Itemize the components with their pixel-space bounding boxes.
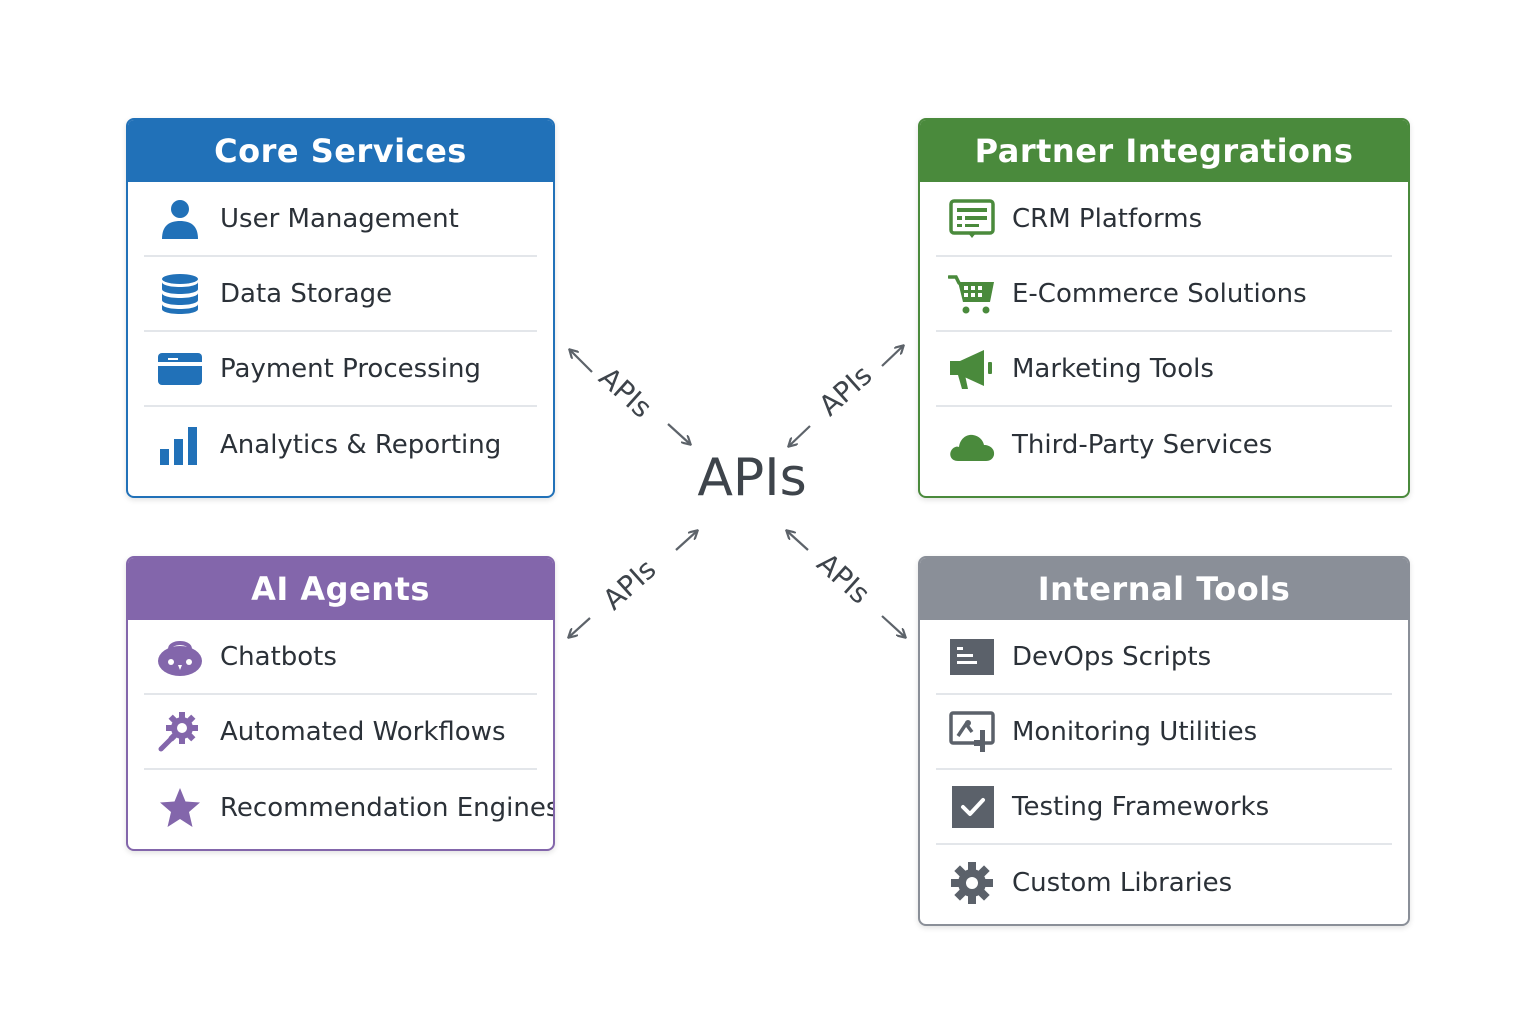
partner-integrations-title: Partner Integrations [920, 120, 1408, 182]
arrow-core-out [570, 350, 593, 373]
robot-icon [154, 634, 206, 680]
ai-agents-title: AI Agents [128, 558, 553, 620]
script-icon [946, 634, 998, 680]
list-item-analytics-reporting[interactable]: Analytics & Reporting [144, 407, 537, 482]
arrow-partner-out [881, 346, 903, 367]
list-item-custom-libraries[interactable]: Custom Libraries [936, 845, 1392, 920]
arrow-partner-in [789, 425, 811, 446]
list-item-monitoring-utilities[interactable]: Monitoring Utilities [936, 695, 1392, 770]
list-item-chatbots[interactable]: Chatbots [144, 620, 537, 695]
ai-agents-list: Chatbots Automated Workflows [128, 620, 553, 845]
item-label: User Management [220, 203, 459, 234]
core-services-list: User Management Data Storage Payment Pro… [128, 182, 553, 482]
item-label: Automated Workflows [220, 716, 506, 747]
list-item-marketing-tools[interactable]: Marketing Tools [936, 332, 1392, 407]
checkbox-icon [946, 784, 998, 830]
item-label: Monitoring Utilities [1012, 716, 1258, 747]
core-services-panel: Core Services User Management Data Stora… [126, 118, 555, 498]
internal-tools-title: Internal Tools [920, 558, 1408, 620]
item-label: Analytics & Reporting [220, 429, 502, 460]
item-label: Marketing Tools [1012, 353, 1214, 384]
gear-wrench-icon [154, 709, 206, 755]
credit-card-icon [154, 346, 206, 392]
arrow-internal-in [787, 531, 809, 551]
item-label: Third-Party Services [1012, 429, 1273, 460]
partner-integrations-panel: Partner Integrations CRM Platforms E-Com… [918, 118, 1410, 498]
monitor-icon [946, 709, 998, 755]
internal-tools-list: DevOps Scripts Monitoring Utilities Test… [920, 620, 1408, 920]
ai-agents-panel: AI Agents Chatbots [126, 556, 555, 851]
arrow-ai-out [569, 617, 591, 637]
arrow-core-in [667, 423, 690, 444]
core-services-title: Core Services [128, 120, 553, 182]
arrow-internal-out [881, 615, 905, 637]
star-icon [154, 785, 206, 831]
list-item-testing-frameworks[interactable]: Testing Frameworks [936, 770, 1392, 845]
list-item-recommendation-engines[interactable]: Recommendation Engines [144, 770, 553, 845]
list-item-third-party-services[interactable]: Third-Party Services [936, 407, 1392, 482]
center-apis-label: APIs [697, 448, 807, 508]
item-label: Data Storage [220, 278, 393, 309]
cloud-icon [946, 422, 998, 468]
item-label: Payment Processing [220, 353, 481, 384]
item-label: Recommendation Engines [220, 792, 555, 823]
list-item-payment-processing[interactable]: Payment Processing [144, 332, 537, 407]
item-label: DevOps Scripts [1012, 641, 1212, 672]
list-item-data-storage[interactable]: Data Storage [144, 257, 537, 332]
list-item-crm-platforms[interactable]: CRM Platforms [936, 182, 1392, 257]
partner-integrations-list: CRM Platforms E-Commerce Solutions Marke… [920, 182, 1408, 482]
list-item-ecommerce-solutions[interactable]: E-Commerce Solutions [936, 257, 1392, 332]
item-label: E-Commerce Solutions [1012, 278, 1307, 309]
user-icon [154, 196, 206, 242]
shopping-cart-icon [946, 271, 998, 317]
database-icon [154, 271, 206, 317]
internal-tools-panel: Internal Tools DevOps Scripts Monitoring… [918, 556, 1410, 926]
item-label: CRM Platforms [1012, 203, 1203, 234]
arrow-ai-in [675, 531, 697, 551]
gear-icon [946, 860, 998, 906]
item-label: Chatbots [220, 641, 337, 672]
list-item-user-management[interactable]: User Management [144, 182, 537, 257]
crm-screen-icon [946, 196, 998, 242]
bar-chart-icon [154, 422, 206, 468]
list-item-devops-scripts[interactable]: DevOps Scripts [936, 620, 1392, 695]
list-item-automated-workflows[interactable]: Automated Workflows [144, 695, 537, 770]
item-label: Custom Libraries [1012, 867, 1233, 898]
megaphone-icon [946, 346, 998, 392]
item-label: Testing Frameworks [1012, 791, 1270, 822]
